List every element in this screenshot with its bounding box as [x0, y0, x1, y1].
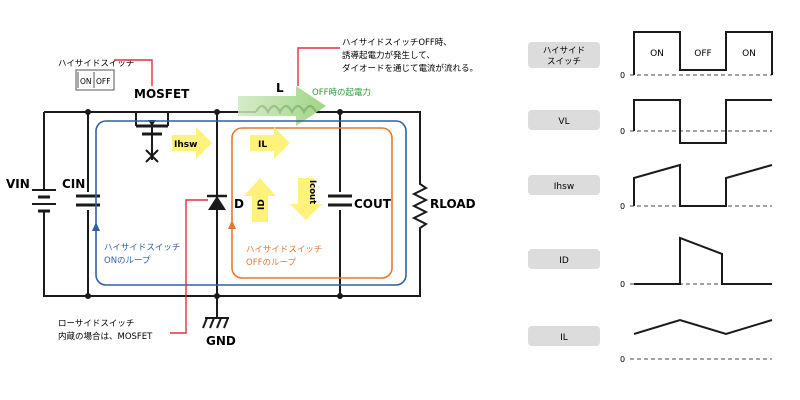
wave-vl	[633, 99, 772, 144]
zero-vl: 0	[620, 127, 625, 136]
current-arrows	[172, 127, 322, 222]
il-label: IL	[258, 140, 267, 150]
inductor-label: L	[276, 81, 284, 95]
off-emf-arrow	[238, 86, 326, 126]
wave-label-il: IL	[560, 333, 568, 343]
label-pill-vl	[528, 110, 600, 130]
il-arrow	[250, 127, 290, 159]
wave-id	[634, 236, 772, 285]
zero-markers: 0 0 0 0 0	[620, 71, 625, 364]
off-loop-label-2: OFFのループ	[246, 258, 296, 268]
top-rail-wire	[43, 111, 421, 297]
wave-ihsw	[633, 163, 773, 207]
gnd-label: GND	[206, 334, 236, 348]
on-loop-label-2: ONのループ	[104, 256, 151, 266]
wave-label-hsw-2: スイッチ	[547, 57, 581, 67]
vin-label: VIN	[6, 177, 30, 191]
switch-callout-line	[114, 59, 153, 86]
hsw-seg-off: OFF	[694, 49, 711, 59]
label-pill-hsw	[528, 42, 600, 68]
off-note-line	[297, 47, 340, 86]
zero-id: 0	[620, 280, 625, 289]
zero-ihsw: 0	[620, 202, 625, 211]
wave-label-hsw-1: ハイサイド	[543, 46, 585, 56]
off-emf-label: OFF時の起電力	[312, 87, 371, 98]
cout-capacitor	[328, 194, 352, 207]
off-loop-arrow-icon	[228, 220, 236, 229]
waveform-panel: ハイサイド スイッチ VL Ihsw ID IL 0 0 0 0 0 ON OF…	[528, 31, 773, 364]
wave-hsw	[633, 31, 773, 75]
off-note-line-1: ハイサイドスイッチOFF時、	[342, 38, 452, 48]
circuit-diagram: OFF時の起電力 Ihsw IL ID Icout VIN CIN MOSFET…	[6, 38, 478, 348]
zero-il: 0	[620, 355, 625, 364]
cin-label: CIN	[62, 177, 85, 191]
icout-label: Icout	[307, 180, 317, 204]
junction-dots	[85, 109, 343, 299]
icout-arrow	[290, 178, 322, 220]
on-loop-label-1: ハイサイドスイッチ	[104, 243, 180, 253]
off-loop-path	[231, 127, 393, 279]
off-loop-label-1: ハイサイドスイッチ	[246, 245, 322, 255]
rload-resistor	[411, 178, 429, 232]
lowside-note-line-1: ローサイドスイッチ	[58, 319, 134, 329]
mosfet-label: MOSFET	[134, 87, 190, 101]
hsw-seg-on-1: ON	[650, 49, 664, 59]
diode-symbol	[207, 194, 227, 210]
on-loop-path	[95, 120, 407, 286]
switch-callout-on: ON	[80, 77, 92, 86]
label-pill-il	[528, 326, 600, 346]
zero-baselines	[630, 74, 772, 360]
diode-label: D	[234, 197, 244, 211]
ihsw-label: Ihsw	[174, 140, 197, 150]
off-note-line-3: ダイオードを通じて電流が流れる。	[342, 63, 478, 74]
switch-callout-label: ハイサイドスイッチ	[58, 59, 134, 69]
mosfet-symbol	[135, 112, 169, 163]
switch-callout-off: OFF	[96, 77, 111, 86]
label-pill-ihsw	[528, 175, 600, 195]
label-pill-id	[528, 249, 600, 269]
wave-label-id: ID	[559, 256, 569, 266]
on-loop-arrow-icon	[92, 222, 100, 231]
zero-hsw: 0	[620, 71, 625, 80]
vin-battery	[32, 184, 56, 218]
cout-label: COUT	[354, 197, 392, 211]
wave-labels	[528, 42, 600, 346]
hsw-seg-on-2: ON	[742, 49, 756, 59]
rload-label: RLOAD	[430, 197, 476, 211]
wave-label-vl: VL	[558, 117, 569, 127]
wave-il	[633, 318, 773, 336]
id-arrow	[244, 178, 276, 222]
ihsw-arrow	[172, 127, 212, 159]
id-label: ID	[257, 199, 267, 210]
lowside-note-line	[170, 199, 208, 334]
lowside-note-line-2: 内蔵の場合は、MOSFET	[58, 331, 153, 342]
gnd-symbol	[202, 317, 229, 329]
wave-label-ihsw: Ihsw	[554, 182, 574, 192]
off-note-line-2: 誘導起電力が発生して、	[342, 50, 435, 61]
switch-callout-box: ON OFF	[75, 69, 115, 91]
